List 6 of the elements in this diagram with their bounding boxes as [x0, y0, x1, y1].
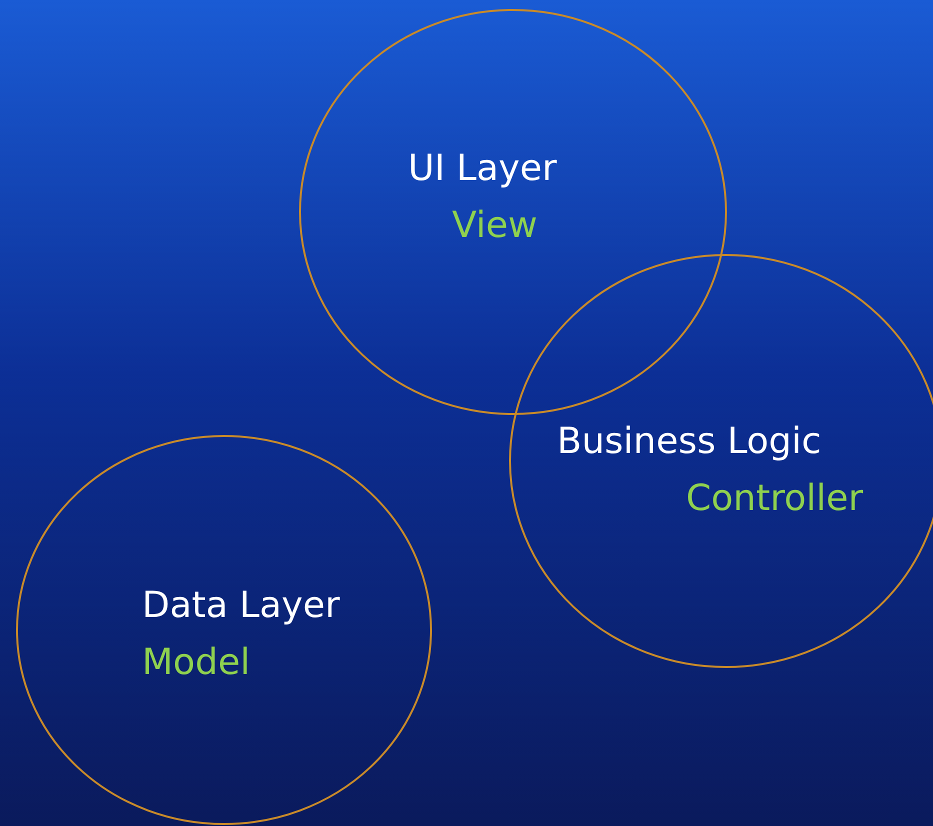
pattern-label: Model	[142, 642, 250, 684]
pattern-label: View	[452, 205, 538, 246]
layer-label: Data Layer	[142, 585, 340, 626]
layer-label: UI Layer	[408, 148, 557, 190]
pattern-label: Controller	[686, 478, 864, 520]
layer-label: Business Logic	[557, 421, 822, 462]
